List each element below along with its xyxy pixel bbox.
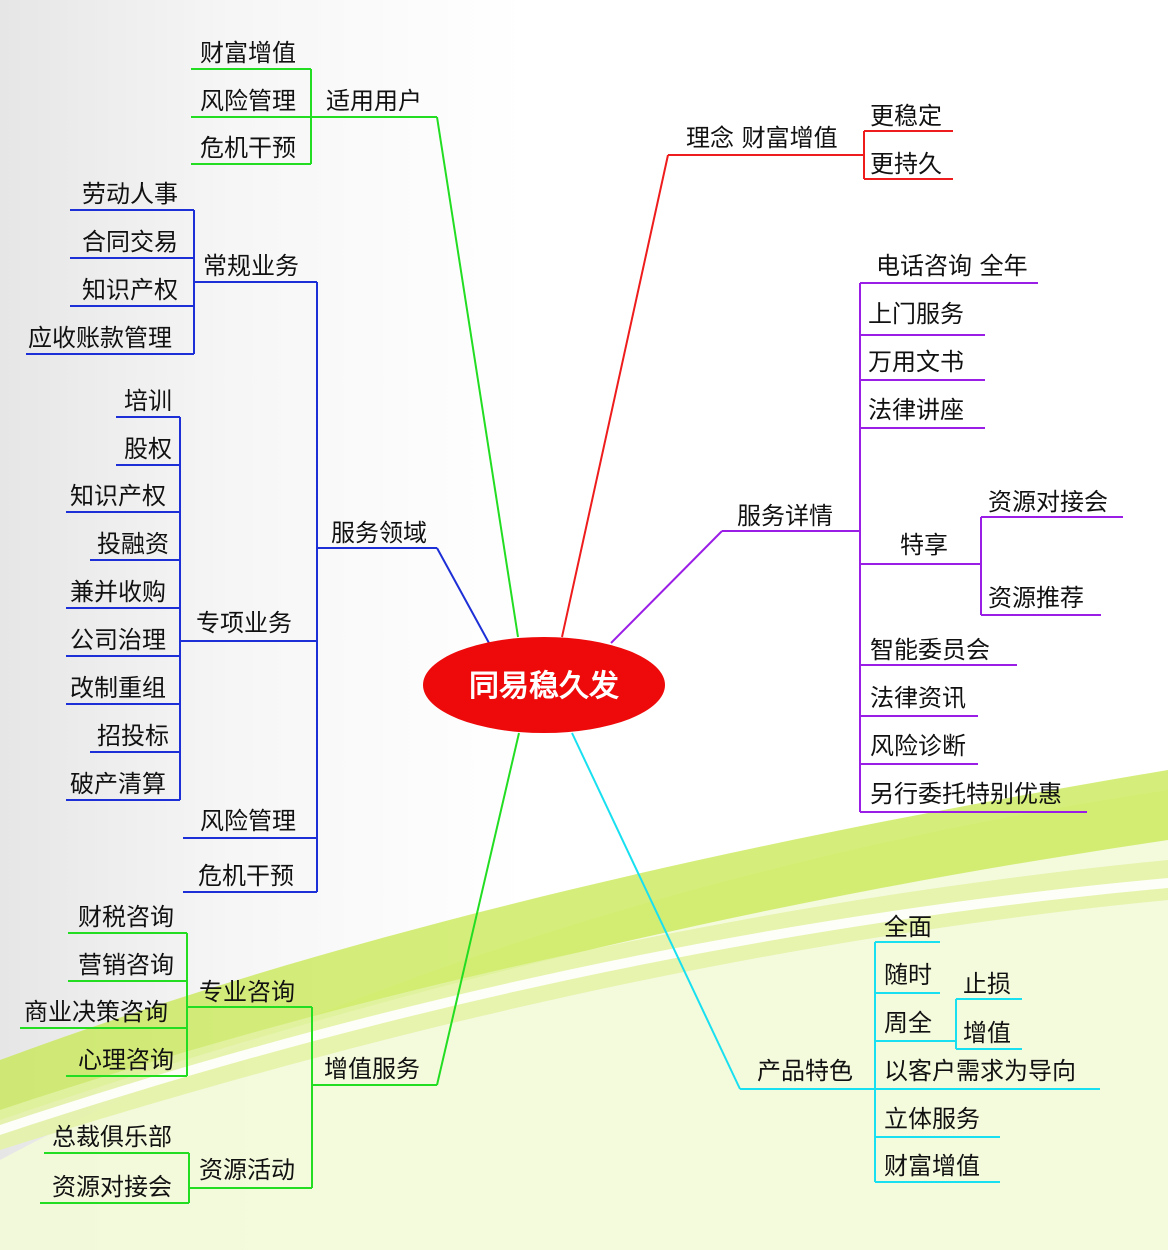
leaf-consulting-4: 心理咨询	[78, 1046, 174, 1074]
branch-label-product-features: 产品特色	[757, 1057, 853, 1085]
branch-value-added	[20, 732, 520, 1204]
leaf-applicable-users-3: 危机干预	[200, 134, 296, 162]
leaf-features-4: 以客户需求为导向	[884, 1057, 1076, 1085]
leaf-special-8: 招投标	[97, 722, 169, 750]
leaf-consulting-3: 商业决策咨询	[24, 998, 168, 1026]
leaf-all-round-1: 止损	[963, 970, 1011, 998]
branch-label-applicable-users: 适用用户	[326, 87, 422, 115]
leaf-special-4: 投融资	[97, 530, 169, 558]
branch-label-service-details: 服务详情	[737, 502, 833, 530]
leaf-regular-3: 知识产权	[82, 276, 178, 304]
leaf-philosophy-1: 更稳定	[870, 102, 942, 130]
leaf-exclusive-2: 资源推荐	[988, 584, 1084, 612]
leaf-special-5: 兼并收购	[70, 578, 166, 606]
leaf-details-4: 法律讲座	[868, 396, 964, 424]
leaf-consulting-2: 营销咨询	[78, 951, 174, 979]
sub-label-resource-activities: 资源活动	[199, 1156, 295, 1184]
sub-label-regular-business: 常规业务	[203, 252, 299, 280]
leaf-regular-1: 劳动人事	[82, 180, 178, 208]
leaf-details-7: 风险诊断	[870, 732, 966, 760]
leaf-special-9: 破产清算	[70, 770, 166, 798]
branch-service-details	[610, 282, 1123, 813]
leaf-special-2: 股权	[124, 435, 172, 463]
leaf-details-2: 上门服务	[868, 300, 964, 328]
leaf-special-6: 公司治理	[70, 626, 166, 654]
leaf-service-risk-management: 风险管理	[200, 807, 296, 835]
leaf-activities-2: 资源对接会	[52, 1173, 172, 1201]
leaf-all-round-2: 增值	[963, 1019, 1011, 1047]
leaf-special-1: 培训	[124, 387, 172, 415]
leaf-details-6: 法律资讯	[870, 684, 966, 712]
leaf-regular-2: 合同交易	[82, 228, 178, 256]
leaf-exclusive-1: 资源对接会	[988, 488, 1108, 516]
branch-applicable-users	[191, 68, 519, 638]
leaf-features-6: 财富增值	[884, 1152, 980, 1180]
sub-label-special-business: 专项业务	[196, 609, 292, 637]
leaf-details-5: 智能委员会	[870, 636, 990, 664]
leaf-applicable-users-2: 风险管理	[200, 87, 296, 115]
leaf-service-crisis-intervention: 危机干预	[198, 862, 294, 890]
branch-service-domain	[26, 209, 490, 893]
leaf-consulting-1: 财税咨询	[78, 903, 174, 931]
leaf-regular-4: 应收账款管理	[28, 324, 172, 352]
leaf-features-3: 周全	[884, 1009, 932, 1037]
leaf-activities-1: 总裁俱乐部	[52, 1123, 172, 1151]
leaf-details-1: 电话咨询 全年	[876, 252, 1028, 280]
branch-label-service-domain: 服务领域	[331, 519, 427, 547]
leaf-features-2: 随时	[884, 961, 932, 989]
leaf-features-5: 立体服务	[884, 1105, 980, 1133]
background-swoosh	[0, 770, 1168, 1250]
leaf-details-3: 万用文书	[868, 348, 964, 376]
leaf-applicable-users-1: 财富增值	[200, 39, 296, 67]
leaf-special-3: 知识产权	[70, 482, 166, 510]
branch-label-philosophy: 理念 财富增值	[686, 124, 838, 152]
center-title: 同易稳久发	[469, 669, 619, 704]
sub-label-exclusive: 特享	[900, 531, 948, 559]
sub-label-professional-consulting: 专业咨询	[199, 978, 295, 1006]
branch-label-value-added: 增值服务	[324, 1055, 420, 1083]
leaf-details-8: 另行委托特别优惠	[870, 780, 1062, 808]
leaf-philosophy-2: 更持久	[870, 150, 942, 178]
leaf-features-1: 全面	[884, 913, 932, 941]
branch-product-features	[571, 732, 1100, 1183]
leaf-special-7: 改制重组	[70, 674, 166, 702]
center-node: 同易稳久发	[423, 637, 665, 733]
branch-philosophy	[561, 130, 953, 638]
